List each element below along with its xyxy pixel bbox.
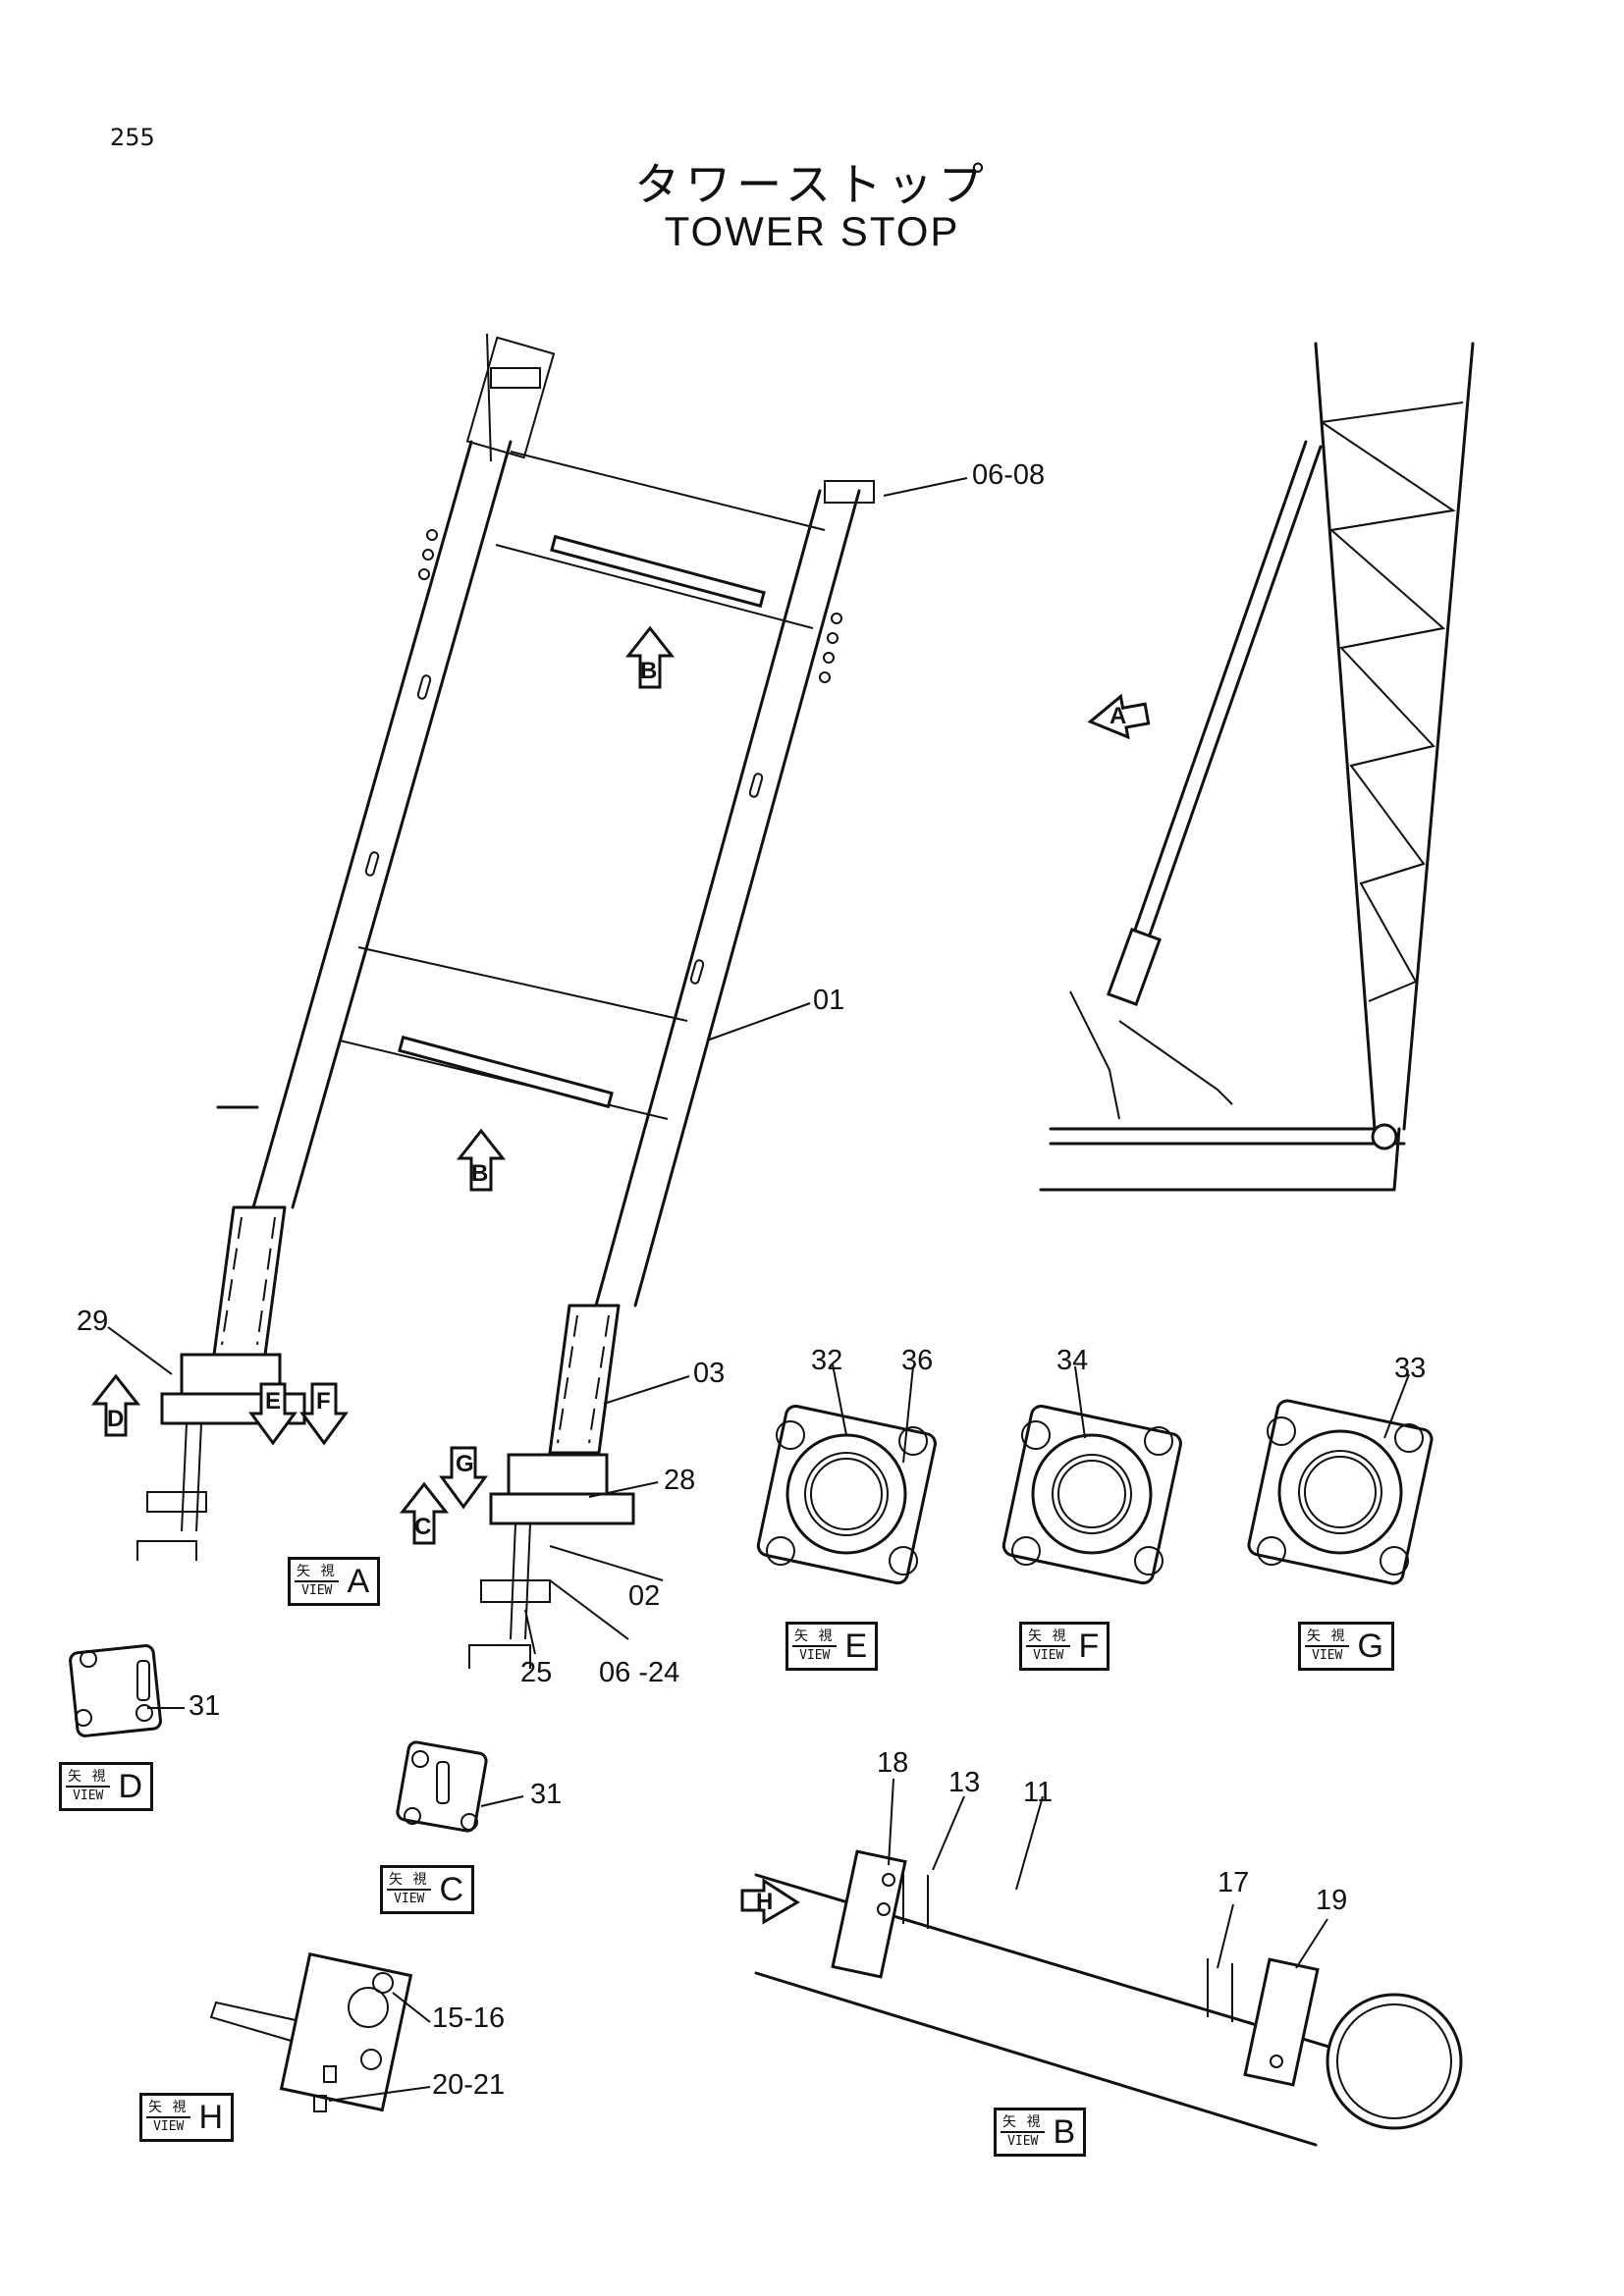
arrow-c <box>399 1481 450 1545</box>
callout-17: 17 <box>1218 1867 1250 1898</box>
arrow-g <box>439 1446 488 1510</box>
callout-06-08: 06-08 <box>972 459 1046 491</box>
flange-view-f <box>1001 1405 1182 1585</box>
arrow-label-a: A <box>1110 703 1127 729</box>
callout-28: 28 <box>664 1465 696 1496</box>
arrow-h <box>740 1878 800 1925</box>
callout-03: 03 <box>693 1358 726 1389</box>
page-title: TOWER STOP <box>664 208 960 254</box>
callout-02: 02 <box>628 1580 661 1612</box>
arrow-label-h: H <box>756 1889 774 1915</box>
arrow-label-f: F <box>316 1388 331 1415</box>
tube-view-b <box>754 1849 1463 2147</box>
callout-31-d: 31 <box>189 1690 221 1722</box>
arrow-label-b1: B <box>640 658 658 684</box>
plate-view-c <box>396 1740 488 1833</box>
flange-view-g <box>1247 1399 1434 1585</box>
callout-11: 11 <box>1023 1777 1054 1808</box>
callout-15-16: 15-16 <box>432 2002 506 2034</box>
callout-34: 34 <box>1056 1345 1089 1376</box>
flange-view-e <box>756 1405 937 1585</box>
callout-18: 18 <box>877 1747 909 1779</box>
arrow-e <box>248 1382 298 1446</box>
arrow-d <box>90 1373 141 1437</box>
callout-32: 32 <box>811 1345 843 1376</box>
callout-33: 33 <box>1394 1353 1427 1384</box>
leader-lines <box>107 477 1410 2102</box>
direction-arrows <box>90 625 1151 1925</box>
callout-31-c: 31 <box>530 1779 563 1810</box>
callout-25: 25 <box>520 1657 553 1688</box>
arrow-label-e: E <box>265 1388 282 1415</box>
side-view-tower <box>1039 342 1475 1192</box>
callout-01: 01 <box>813 985 845 1016</box>
arrow-label-d: D <box>107 1406 125 1432</box>
plate-view-d <box>69 1644 162 1737</box>
page-number: 255 <box>110 124 155 151</box>
tower-stop-assembly <box>136 333 875 1669</box>
arrow-b2 <box>456 1128 507 1192</box>
bracket-view-h <box>209 1951 413 2112</box>
page-title-japanese: タワーストップ <box>634 158 990 211</box>
arrow-b1 <box>624 625 676 689</box>
callout-13: 13 <box>948 1767 981 1798</box>
callout-06-24: 06 -24 <box>599 1657 680 1688</box>
callout-36: 36 <box>901 1345 934 1376</box>
callout-29: 29 <box>77 1306 109 1337</box>
callout-19: 19 <box>1316 1885 1348 1916</box>
arrow-label-g: G <box>456 1451 474 1477</box>
arrow-f <box>299 1382 349 1446</box>
arrow-label-b2: B <box>471 1160 489 1187</box>
callout-20-21: 20-21 <box>432 2069 506 2101</box>
arrow-label-c: C <box>414 1514 432 1540</box>
arrow-a <box>1087 693 1151 740</box>
